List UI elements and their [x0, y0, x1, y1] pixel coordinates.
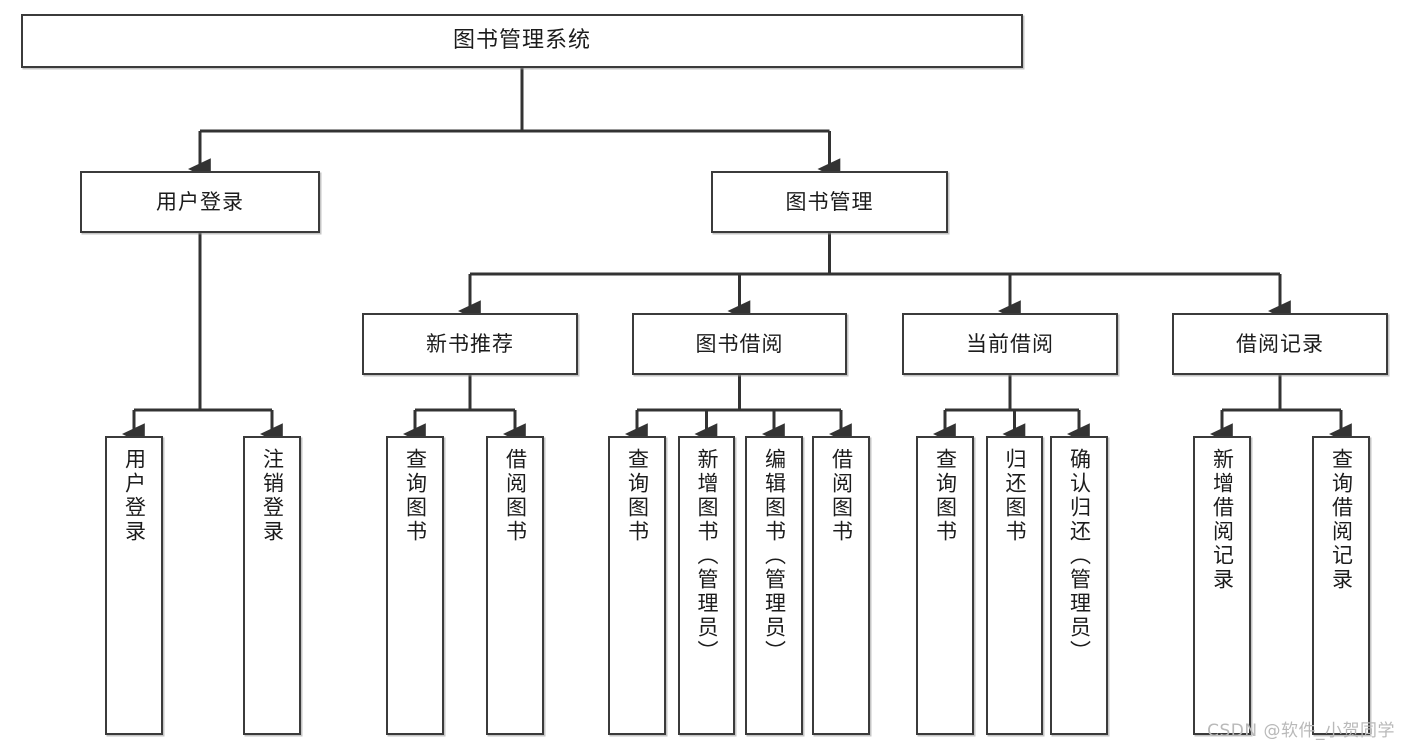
node-label-leaf-query-book-3: 查询图书 — [933, 448, 958, 544]
node-label-root: 图书管理系统 — [452, 28, 591, 54]
node-leaf-user-logout[interactable]: 注销登录 — [243, 436, 301, 735]
node-label-leaf-return-book: 归还图书 — [1003, 448, 1027, 544]
node-label-leaf-confirm-return: 确认归还（管理员） — [1067, 448, 1092, 664]
node-current-borrow[interactable]: 当前借阅 — [902, 313, 1118, 375]
node-label-leaf-edit-book: 编辑图书（管理员） — [762, 448, 787, 664]
node-label-book-manage: 图书管理 — [785, 189, 874, 214]
node-book-borrow[interactable]: 图书借阅 — [632, 313, 847, 375]
node-leaf-query-book-2[interactable]: 查询图书 — [608, 436, 666, 735]
node-user-login[interactable]: 用户登录 — [80, 171, 320, 233]
node-leaf-query-book-1[interactable]: 查询图书 — [386, 436, 444, 735]
node-label-leaf-borrow-book-2: 借阅图书 — [829, 448, 854, 544]
node-label-leaf-query-book-1: 查询图书 — [403, 448, 428, 544]
node-label-book-borrow: 图书借阅 — [695, 331, 784, 356]
node-label-leaf-user-login: 用户登录 — [122, 448, 147, 544]
node-label-leaf-query-record: 查询借阅记录 — [1329, 448, 1354, 592]
node-leaf-confirm-return[interactable]: 确认归还（管理员） — [1050, 436, 1108, 735]
node-leaf-add-book[interactable]: 新增图书（管理员） — [678, 436, 735, 735]
node-leaf-borrow-book-2[interactable]: 借阅图书 — [812, 436, 870, 735]
node-label-leaf-borrow-book-1: 借阅图书 — [503, 448, 528, 544]
node-leaf-add-record[interactable]: 新增借阅记录 — [1193, 436, 1251, 735]
node-borrow-record[interactable]: 借阅记录 — [1172, 313, 1388, 375]
node-book-manage[interactable]: 图书管理 — [711, 171, 948, 233]
node-label-leaf-user-logout: 注销登录 — [260, 448, 285, 544]
node-label-current-borrow: 当前借阅 — [966, 331, 1054, 356]
node-label-borrow-record: 借阅记录 — [1236, 331, 1324, 356]
node-label-user-login: 用户登录 — [156, 189, 244, 214]
node-leaf-edit-book[interactable]: 编辑图书（管理员） — [745, 436, 803, 735]
node-label-new-book-rec: 新书推荐 — [426, 331, 514, 356]
node-leaf-borrow-book-1[interactable]: 借阅图书 — [486, 436, 544, 735]
node-root[interactable]: 图书管理系统 — [21, 14, 1023, 68]
watermark: CSDN @软件_小贺同学 — [1207, 721, 1395, 741]
node-leaf-user-login[interactable]: 用户登录 — [105, 436, 163, 735]
node-leaf-return-book[interactable]: 归还图书 — [986, 436, 1043, 735]
node-leaf-query-record[interactable]: 查询借阅记录 — [1312, 436, 1370, 735]
node-label-leaf-add-record: 新增借阅记录 — [1210, 448, 1235, 592]
node-label-leaf-query-book-2: 查询图书 — [625, 448, 650, 544]
node-new-book-rec[interactable]: 新书推荐 — [362, 313, 578, 375]
node-leaf-query-book-3[interactable]: 查询图书 — [916, 436, 974, 735]
node-label-leaf-add-book: 新增图书（管理员） — [695, 448, 719, 664]
